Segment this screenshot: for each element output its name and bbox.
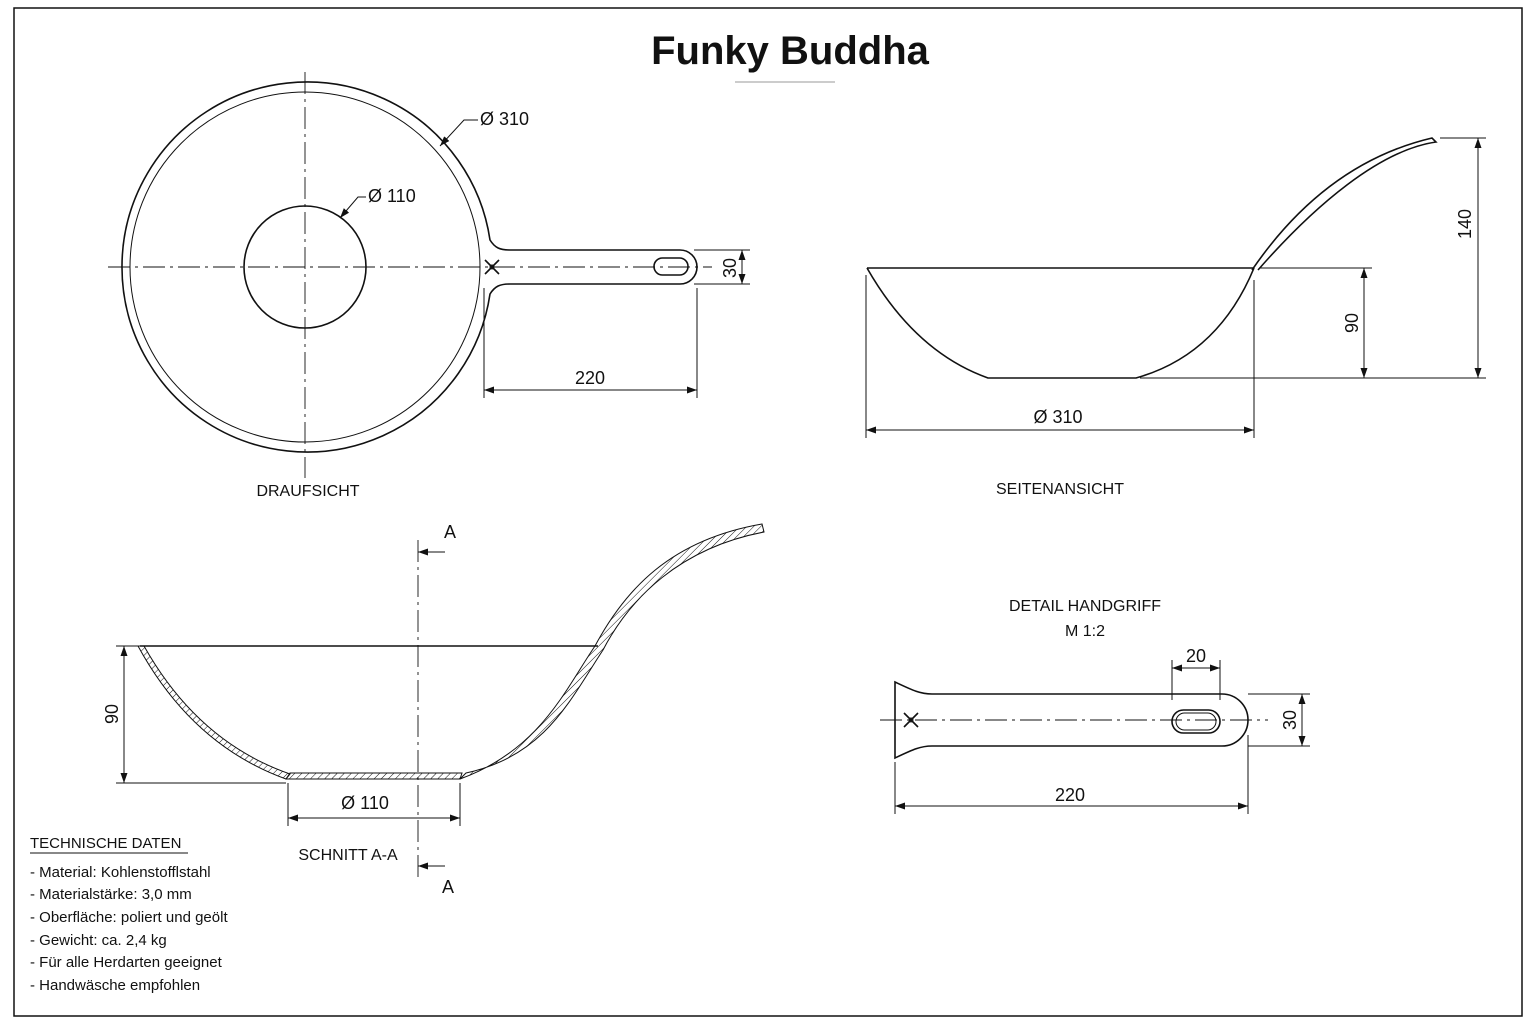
section-view: A A 90 Ø 110 SCHNITT A-A (102, 522, 765, 897)
top-view: Ø 310 Ø 110 220 30 DRAUFSICHT (108, 72, 750, 500)
side-dim-diameter: Ø 310 (1033, 407, 1082, 427)
spec-heading: TECHNISCHE DATEN (30, 835, 181, 852)
spec-item: - Oberfläche: poliert und geölt (30, 909, 228, 926)
detail-rivet-mark (903, 712, 919, 728)
detail-handle-outline (894, 680, 1249, 760)
side-view-handle (1251, 137, 1438, 271)
spec-item: - Materialstärke: 3,0 mm (30, 886, 192, 903)
detail-label: DETAIL HANDGRIFF (1009, 598, 1161, 615)
dim-handle-width: 30 (720, 258, 740, 278)
section-mark-top: A (444, 522, 456, 542)
spec-block: TECHNISCHE DATEN - Material: Kohlenstoff… (30, 835, 228, 994)
section-mark-bottom: A (442, 877, 454, 897)
section-right-wall-handle (459, 523, 765, 780)
drawing-frame (13, 7, 1523, 1017)
detail-scale: M 1:2 (1065, 623, 1105, 640)
spec-item: - Material: Kohlenstofflstahl (30, 864, 211, 881)
top-view-outline (121, 81, 698, 453)
section-left-wall (137, 645, 291, 780)
top-view-label: DRAUFSICHT (256, 483, 359, 500)
detail-dim-width: 30 (1280, 710, 1300, 730)
handle-slot (653, 257, 689, 276)
handle-detail: DETAIL HANDGRIFF M 1:2 20 30 220 (880, 598, 1310, 814)
detail-handle-slot (1171, 709, 1221, 734)
spec-item: - Handwäsche empfohlen (30, 977, 200, 994)
spec-item: - Für alle Herdarten geeignet (30, 954, 223, 971)
section-base (285, 772, 463, 780)
section-dim-base: Ø 110 (341, 793, 389, 813)
detail-dim-length: 220 (1055, 785, 1085, 805)
side-view-label: SEITENANSICHT (996, 481, 1124, 498)
side-dim-height: 140 (1455, 209, 1475, 239)
detail-dim-slot: 20 (1186, 646, 1206, 666)
section-label: SCHNITT A-A (298, 847, 398, 864)
dim-outer-diameter: Ø 310 (480, 109, 529, 129)
drawing-title: Funky Buddha (651, 29, 930, 73)
side-dim-depth: 90 (1342, 313, 1362, 333)
rivet-mark (484, 259, 500, 275)
side-view: Ø 310 90 140 SEITENANSICHT (865, 137, 1486, 498)
spec-item: - Gewicht: ca. 2,4 kg (30, 932, 167, 949)
dim-base-diameter: Ø 110 (368, 186, 416, 206)
side-view-bowl (866, 267, 1255, 379)
dim-handle-length: 220 (575, 368, 605, 388)
section-dim-depth: 90 (102, 704, 122, 724)
